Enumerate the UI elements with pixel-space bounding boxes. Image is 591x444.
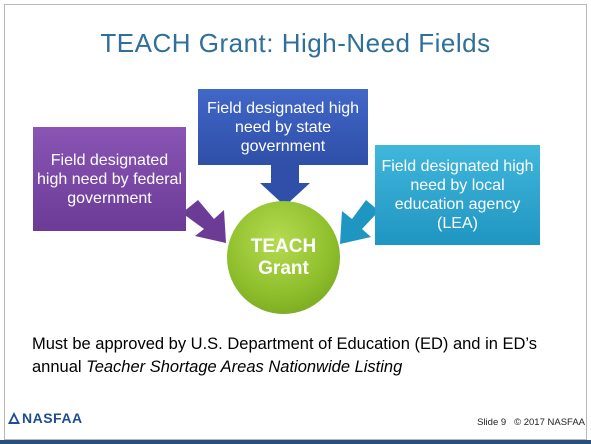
nasfaa-logo: NASFAA	[8, 410, 83, 426]
nasfaa-logo-text: NASFAA	[22, 410, 83, 426]
nasfaa-logo-mark-icon	[8, 412, 20, 424]
local-education-agency-box: Field designated high need by local educ…	[375, 145, 540, 245]
approval-note-listing: Teacher Shortage Areas Nationwide Listin…	[86, 358, 403, 376]
arrow-right-down	[182, 200, 226, 243]
slide-number: Slide 9	[477, 417, 507, 428]
footer-bar	[0, 440, 591, 444]
arrow-down	[260, 165, 310, 206]
slide-frame	[4, 4, 587, 440]
approval-note-text: Must be approved by U.S. Department of E…	[32, 335, 538, 376]
slide-footer: Slide 9 © 2017 NASFAA	[477, 417, 585, 428]
federal-government-box: Field designated high need by federal go…	[33, 127, 186, 231]
arrow-left-down	[340, 200, 379, 244]
teach-grant-label: TEACH Grant	[250, 235, 317, 279]
state-government-box: Field designated high need by state gove…	[198, 89, 368, 165]
teach-grant-circle: TEACH Grant	[227, 201, 340, 314]
slide-title: TEACH Grant: High-Need Fields	[100, 28, 491, 58]
approval-note: Must be approved by U.S. Department of E…	[32, 333, 577, 379]
copyright-text: © 2017 NASFAA	[514, 417, 585, 428]
